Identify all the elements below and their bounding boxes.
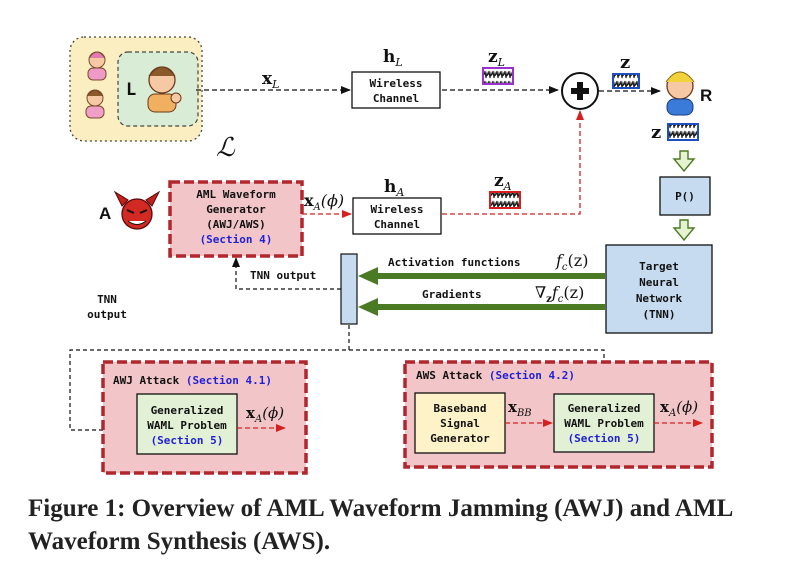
down-arrow-icon xyxy=(672,219,696,242)
z-rx-label: z xyxy=(651,122,661,143)
fc-label: fc(z) xyxy=(555,251,588,273)
wireless-channel-top xyxy=(351,71,441,109)
aws-title: AWS Attack (Section 4.2) xyxy=(416,369,575,382)
zA-waveform xyxy=(489,191,521,209)
xL-label: xL xyxy=(262,69,279,91)
aws-box-section: (Section 5) xyxy=(568,432,641,445)
adversary-icon xyxy=(113,190,161,230)
adv-to-sum-arrow xyxy=(442,110,584,215)
gen-line1: AML Waveform xyxy=(196,188,276,201)
figure-caption: Figure 1: Overview of AML Waveform Jammi… xyxy=(28,495,732,555)
gradients-label: Gradients xyxy=(422,288,482,301)
xA-label: xA(ϕ) xyxy=(304,191,344,213)
tnn-block xyxy=(605,244,713,334)
tnn-output-left-1: TNN xyxy=(97,293,117,306)
tnn-output-bus xyxy=(69,325,350,434)
awj-box-line2: WAML Problem xyxy=(147,419,227,432)
tnn-line1: Target xyxy=(639,260,679,273)
awj-waml-box xyxy=(136,393,238,455)
down-arrow-icon xyxy=(672,150,696,173)
tnn-line2: Neural xyxy=(639,276,679,289)
tnn-output-collector xyxy=(340,253,358,325)
aws-out-label: xA(ϕ) xyxy=(660,398,698,419)
xBB-label: xBB xyxy=(508,398,532,419)
zL-waveform xyxy=(482,67,514,85)
receiver-icon xyxy=(665,71,695,116)
awj-box-section: (Section 5) xyxy=(151,434,224,447)
base-line2: Signal xyxy=(440,417,480,430)
tnn-output-arrow xyxy=(232,257,341,290)
z-label: z xyxy=(620,52,630,73)
gen-line2: Generator xyxy=(206,203,266,216)
p-block-label: P() xyxy=(675,190,695,203)
channel-adv-line1: Wireless xyxy=(371,203,424,216)
awj-box-line1: Generalized xyxy=(151,404,224,417)
gen-line3: (AWJ/AWS) xyxy=(206,218,266,231)
aws-box-line1: Generalized xyxy=(568,402,641,415)
channel-top-line2: Channel xyxy=(373,92,419,105)
legit-set-symbol: ℒ xyxy=(216,133,236,163)
R-label: R xyxy=(700,86,712,105)
tnn-line4: (TNN) xyxy=(642,308,675,321)
gen-section: (Section 4) xyxy=(200,233,273,246)
activation-label: Activation functions xyxy=(388,256,520,269)
user-icon xyxy=(87,51,107,81)
hA-label: hA xyxy=(384,177,404,199)
z-rx-waveform xyxy=(667,123,699,141)
hL-label: hL xyxy=(383,47,403,69)
zL-label: zL xyxy=(488,47,505,69)
user-icon xyxy=(147,66,182,113)
gradients-arrowhead xyxy=(358,298,378,316)
L-label: L xyxy=(126,80,136,100)
A-label: A xyxy=(99,204,111,223)
z-waveform xyxy=(612,73,640,89)
aws-box-line2: WAML Problem xyxy=(564,417,644,430)
channel-top-line1: Wireless xyxy=(370,77,423,90)
aws-waml-box xyxy=(553,393,655,453)
channel-adv-line2: Channel xyxy=(374,218,420,231)
p-block xyxy=(659,176,711,216)
awj-out-label: xA(ϕ) xyxy=(246,404,284,425)
user-icon xyxy=(85,89,105,119)
activation-arrowhead xyxy=(358,267,378,285)
awj-title: AWJ Attack (Section 4.1) xyxy=(113,374,272,387)
plus-icon xyxy=(571,82,589,100)
aml-generator-box xyxy=(168,180,304,258)
diagram-canvas: L ℒ xL hL Wireless Channel zL z R z P() … xyxy=(69,36,714,475)
zA-label: zA xyxy=(494,171,512,193)
tnn-line3: Network xyxy=(636,292,683,305)
tnn-output-left-2: output xyxy=(87,308,127,321)
legit-group: L ℒ xyxy=(69,36,236,163)
grad-label: ∇zfc(z) xyxy=(535,283,584,305)
tnn-output-right-label: TNN output xyxy=(250,269,316,282)
baseband-generator-box xyxy=(414,392,506,454)
base-line1: Baseband xyxy=(434,402,487,415)
base-line3: Generator xyxy=(430,432,490,445)
wireless-channel-adv xyxy=(352,197,442,235)
